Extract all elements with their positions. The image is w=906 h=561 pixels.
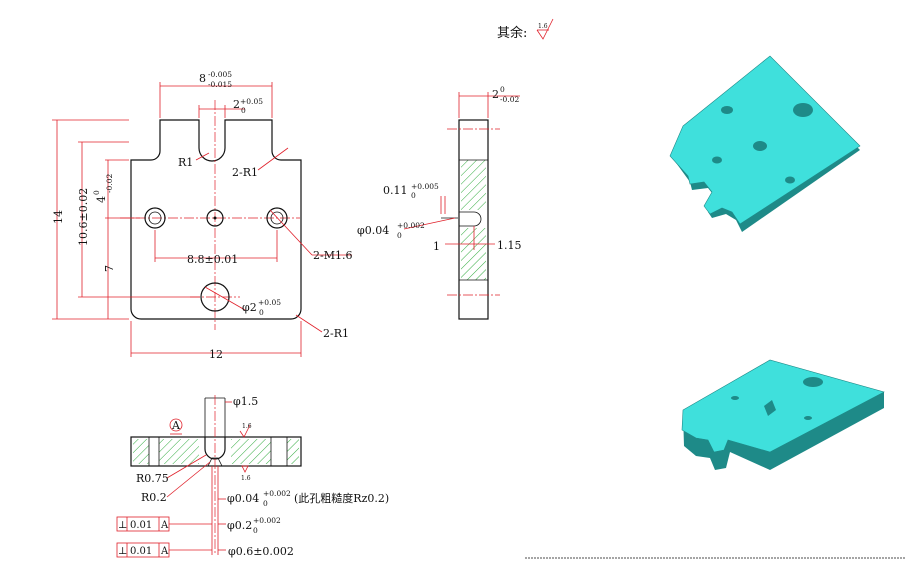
left-threaded-hole: [144, 207, 166, 229]
datum-a-marker: [169, 418, 183, 432]
svg-text:+0.05: +0.05: [240, 97, 263, 106]
dim-0-11: 0.11: [383, 184, 408, 197]
dim-phi-1-5: φ1.5: [233, 395, 258, 408]
note-text: 其余:: [497, 25, 527, 41]
svg-text:+0.05: +0.05: [258, 298, 281, 307]
dim-width: 12: [209, 348, 223, 361]
side-view-outline: [458, 119, 489, 320]
svg-text:-0.005: -0.005: [208, 70, 232, 79]
svg-text:0.01: 0.01: [130, 520, 152, 531]
svg-text:+0.002: +0.002: [263, 489, 291, 498]
dim-section-phi004: φ0.04: [227, 492, 259, 505]
side-hatch-upper: [461, 160, 486, 210]
svg-text:+0.002: +0.002: [397, 221, 425, 230]
left-hole-inner: [148, 211, 162, 225]
svg-text:A: A: [160, 546, 169, 557]
label-m1-6: 2-M1.6: [313, 249, 352, 262]
dim-1-15: 1.15: [497, 239, 522, 252]
svg-text:0.01: 0.01: [130, 546, 152, 557]
dim-phi-0-2: φ0.2: [227, 519, 252, 532]
svg-text:1.6: 1.6: [241, 475, 251, 482]
section-outline: [130, 436, 302, 467]
dim-8-8: 8.8±0.01: [187, 253, 238, 266]
dim-top-width: 8: [199, 72, 206, 85]
svg-text:+0.005: +0.005: [411, 182, 439, 191]
right-hole-inner: [270, 211, 284, 225]
svg-text:A: A: [160, 520, 169, 531]
label-2r1-bottom: 2-R1: [323, 327, 349, 340]
side-view: 2 0 -0.02 0.11 0 +0.005 φ0.04 0 +0.002 1…: [357, 85, 522, 320]
dim-height: 14: [52, 210, 65, 224]
dim-7: 7: [103, 265, 116, 272]
roughness-bottom-icon: 1.6: [241, 465, 251, 482]
svg-text:⊥: ⊥: [118, 520, 127, 531]
general-roughness-note: 其余: 1.6: [497, 18, 554, 41]
note-roughness-value: 1.6: [538, 23, 548, 30]
roughness-symbol-icon: 1.6: [536, 18, 554, 40]
dim-side-phi004: φ0.04: [357, 224, 389, 237]
dim-bottom-hole: φ2: [242, 301, 257, 314]
svg-text:0: 0: [263, 499, 268, 508]
svg-text:-0.02: -0.02: [500, 95, 519, 104]
svg-text:0: 0: [411, 191, 416, 200]
dim-1: 1: [433, 240, 440, 253]
svg-text:0: 0: [92, 190, 101, 195]
right-threaded-hole: [266, 207, 288, 229]
iso-model-bottom: [681, 359, 885, 470]
tolerance-frame-2: ⊥ 0.01 A: [116, 542, 212, 558]
svg-text:0: 0: [241, 106, 246, 115]
label-r1: R1: [178, 156, 193, 169]
svg-text:+0.002: +0.002: [253, 516, 281, 525]
side-hatch-lower: [461, 228, 486, 280]
side-hole-profile: [459, 211, 482, 227]
datum-a-label: A: [171, 419, 181, 432]
dim-phi-0-6: φ0.6±0.002: [228, 545, 294, 558]
svg-text:⊥: ⊥: [118, 546, 127, 557]
svg-text:1.6: 1.6: [242, 423, 252, 430]
svg-text:0: 0: [500, 85, 505, 94]
roughness-top-icon: 1.6: [239, 423, 252, 438]
dim-thickness: 2: [492, 88, 499, 101]
center-hole: [206, 209, 224, 227]
svg-text:0: 0: [397, 231, 402, 240]
bottom-hole: [200, 282, 230, 312]
center-point: [213, 216, 217, 220]
dim-10-6: 10.6±0.02: [77, 188, 90, 246]
dim-4: 4: [95, 196, 108, 203]
section-view: A 1.6 1.6 φ1.5 R0.75 R0.2 φ0.04 0 +0.002…: [116, 395, 389, 558]
svg-text:0: 0: [253, 526, 258, 535]
svg-text:-0.02: -0.02: [105, 174, 114, 193]
label-r075: R0.75: [136, 472, 169, 485]
svg-text:0: 0: [259, 308, 264, 317]
front-view: 8 -0.005 -0.015 2 0 +0.05 R1 2-R1 14 10.…: [52, 70, 352, 361]
iso-model-top: [669, 55, 861, 232]
note-rz: (此孔粗糙度Rz0.2): [294, 491, 389, 505]
label-r02: R0.2: [141, 491, 167, 504]
tolerance-frame-1: ⊥ 0.01 A: [116, 516, 212, 532]
dim-slot-width: 2: [233, 98, 240, 111]
label-2r1-top: 2-R1: [232, 166, 258, 179]
svg-text:-0.015: -0.015: [208, 80, 232, 89]
front-view-outline: [130, 119, 302, 320]
